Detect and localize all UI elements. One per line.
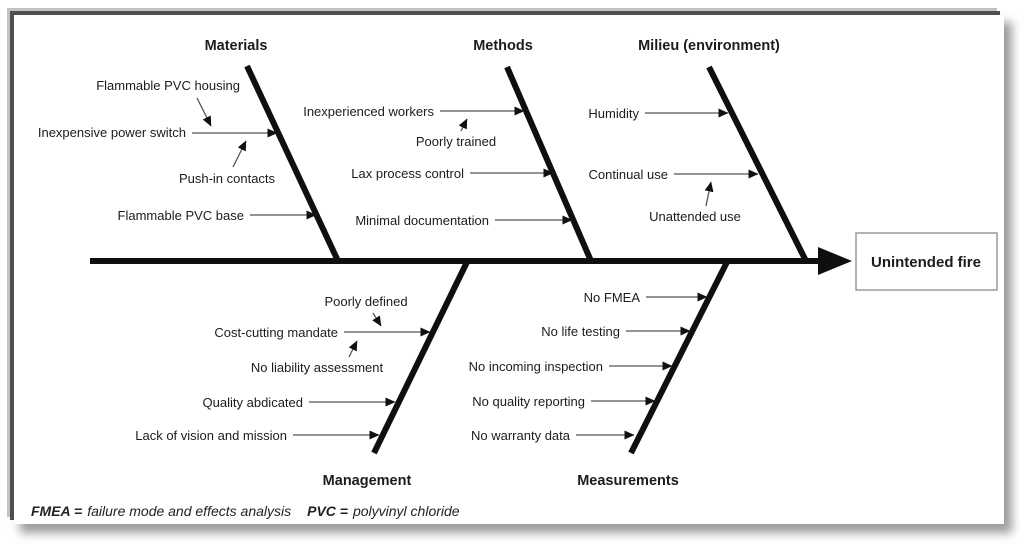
cause-label: No incoming inspection bbox=[469, 359, 603, 374]
cause-label: Flammable PVC base bbox=[118, 208, 244, 223]
page-background bbox=[14, 15, 1004, 524]
cause-arrow bbox=[232, 140, 247, 168]
cause-label: Unattended use bbox=[649, 209, 741, 224]
branch-line-milieu bbox=[706, 65, 809, 263]
effect-box bbox=[855, 232, 998, 291]
cause-label: Push-in contacts bbox=[179, 171, 276, 186]
cause-arrow bbox=[458, 118, 468, 132]
effect-label: Unintended fire bbox=[871, 254, 981, 271]
cause-label: Minimal documentation bbox=[355, 213, 489, 228]
cause-label: No life testing bbox=[541, 324, 620, 339]
cause-label: Poorly trained bbox=[416, 134, 496, 149]
cause-label: Flammable PVC housing bbox=[96, 78, 240, 93]
legend-pvc-term: PVC = bbox=[307, 503, 348, 519]
cause-label: Quality abdicated bbox=[203, 395, 303, 410]
cause-label: Inexperienced workers bbox=[303, 104, 434, 119]
cause-label: Humidity bbox=[588, 106, 639, 121]
branch-label-management: Management bbox=[323, 473, 412, 489]
branch-line-materials bbox=[244, 64, 341, 263]
cause-arrow bbox=[348, 340, 358, 358]
cause-label: Continual use bbox=[589, 167, 669, 182]
legend-pvc-definition: polyvinyl chloride bbox=[352, 503, 460, 519]
branch-line-management bbox=[371, 260, 470, 455]
branch-label-methods: Methods bbox=[473, 38, 533, 54]
cause-label: Inexpensive power switch bbox=[38, 125, 186, 140]
cause-arrow bbox=[372, 312, 382, 327]
cause-label: Poorly defined bbox=[324, 294, 407, 309]
branch-line-methods bbox=[504, 65, 594, 263]
cause-arrow bbox=[196, 97, 212, 127]
branch-label-materials: Materials bbox=[205, 38, 268, 54]
spine-arrowhead bbox=[818, 247, 852, 275]
cause-label: No FMEA bbox=[584, 290, 641, 305]
legend-fmea-term: FMEA = bbox=[31, 503, 83, 519]
legend: FMEA =failure mode and effects analysis P… bbox=[31, 503, 476, 519]
branch-line-measurements bbox=[628, 260, 730, 455]
branch-label-milieu: Milieu (environment) bbox=[638, 38, 780, 54]
cause-label: No warranty data bbox=[471, 428, 571, 443]
branch-label-measurements: Measurements bbox=[577, 473, 679, 489]
cause-label: Lack of vision and mission bbox=[135, 428, 287, 443]
legend-fmea-definition: failure mode and effects analysis bbox=[87, 503, 292, 519]
cause-label: Lax process control bbox=[351, 166, 464, 181]
cause-arrow bbox=[704, 181, 714, 207]
cause-label: Cost-cutting mandate bbox=[214, 325, 338, 340]
cause-label: No liability assessment bbox=[251, 360, 384, 375]
cause-label: No quality reporting bbox=[472, 394, 585, 409]
